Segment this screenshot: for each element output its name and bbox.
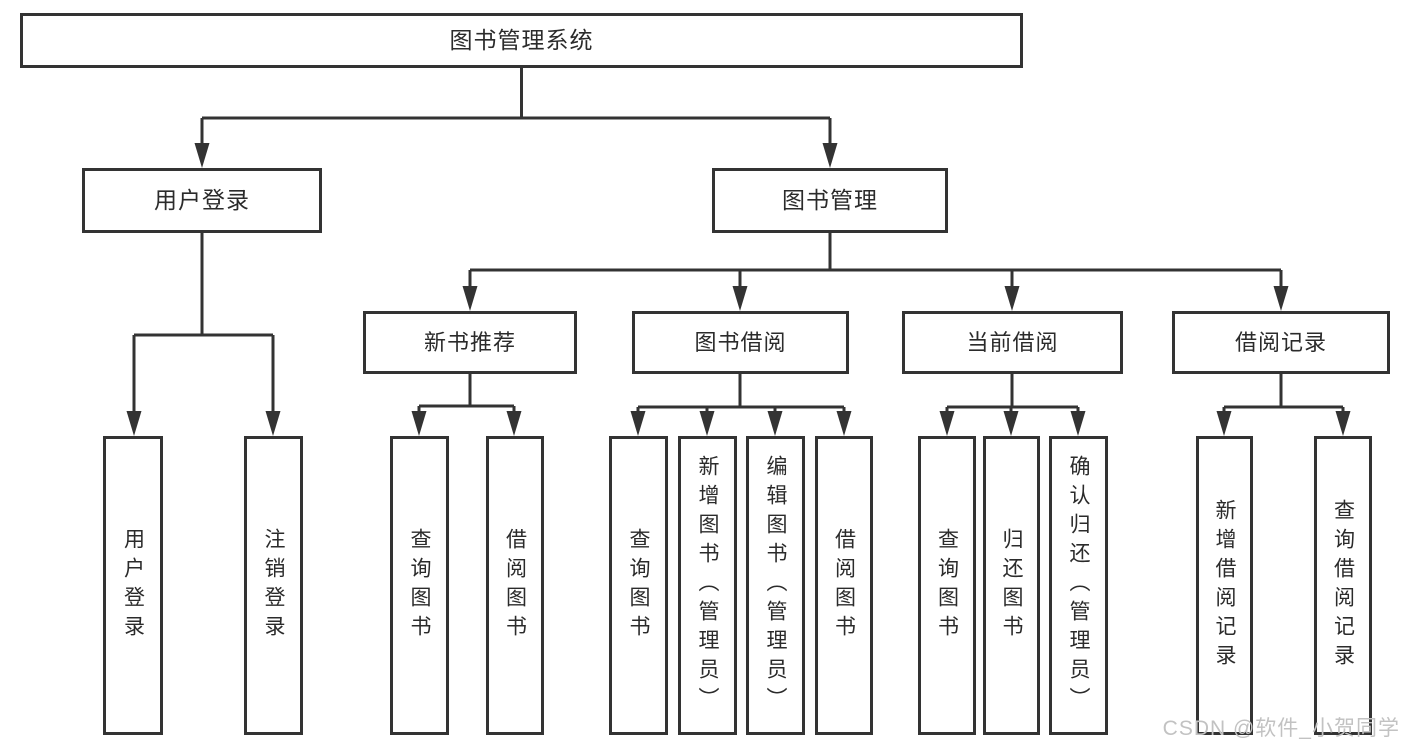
node-label: 新增图书（管理员）: [696, 455, 719, 716]
arrow-icon: [836, 411, 852, 436]
leaf-add-borrow-record: 新增借阅记录: [1196, 436, 1253, 735]
node-new-book-recommend: 新书推荐: [363, 311, 577, 374]
arrow-icon: [630, 411, 646, 436]
node-label: 查询借阅记录: [1331, 498, 1355, 673]
connector-new-book: [417, 374, 516, 414]
node-book-borrow: 图书借阅: [632, 311, 849, 374]
node-label: 用户登录: [121, 527, 145, 644]
arrow-icon: [732, 286, 748, 311]
arrow-icon: [462, 286, 478, 311]
node-user-login: 用户登录: [82, 168, 322, 233]
arrow-icon: [1070, 411, 1086, 436]
watermark: CSDN @软件_小贺同学: [1162, 717, 1400, 740]
leaf-borrow-books-recommend: 借阅图书: [486, 436, 544, 735]
node-label: 借阅记录: [1234, 329, 1327, 355]
leaf-borrow-books: 借阅图书: [815, 436, 873, 735]
leaf-user-login: 用户登录: [103, 436, 163, 735]
arrow-icon: [1216, 411, 1232, 436]
node-library-management-system: 图书管理系统: [20, 13, 1023, 68]
node-label: 查询图书: [408, 527, 431, 644]
arrow-icon: [506, 411, 522, 436]
arrowheads: [126, 143, 1351, 436]
node-label: 用户登录: [154, 187, 250, 213]
arrow-icon: [1273, 286, 1289, 311]
node-label: 借阅图书: [832, 527, 856, 644]
connector-book-management: [468, 233, 1283, 289]
node-label: 图书管理系统: [449, 27, 594, 53]
connector-current-borrow: [945, 374, 1080, 414]
leaf-query-books-borrow: 查询图书: [609, 436, 668, 735]
node-borrow-record: 借阅记录: [1172, 311, 1390, 374]
connector-book-borrow: [636, 374, 846, 414]
node-label: 查询图书: [627, 527, 650, 644]
arrow-icon: [767, 411, 783, 436]
arrow-icon: [939, 411, 955, 436]
node-label: 新书推荐: [423, 329, 516, 355]
node-current-borrow: 当前借阅: [902, 311, 1123, 374]
leaf-logout: 注销登录: [244, 436, 303, 735]
arrow-icon: [194, 143, 210, 168]
leaf-return-books: 归还图书: [983, 436, 1040, 735]
node-label: 图书管理: [782, 187, 878, 213]
arrow-icon: [1335, 411, 1351, 436]
arrow-icon: [699, 411, 715, 436]
node-label: 查询图书: [935, 527, 959, 644]
connector-borrow-record: [1222, 374, 1345, 414]
node-label: 确认归还（管理员）: [1067, 455, 1090, 716]
leaf-confirm-return-admin: 确认归还（管理员）: [1049, 436, 1108, 735]
arrow-icon: [822, 143, 838, 168]
node-label: 编辑图书（管理员）: [764, 455, 787, 716]
leaf-query-borrow-record: 查询借阅记录: [1314, 436, 1372, 735]
connector-user-login: [132, 233, 275, 414]
arrow-icon: [265, 411, 281, 436]
node-book-management: 图书管理: [712, 168, 948, 233]
node-label: 当前借阅: [966, 329, 1059, 355]
leaf-add-books-admin: 新增图书（管理员）: [678, 436, 737, 735]
leaf-edit-books-admin: 编辑图书（管理员）: [746, 436, 805, 735]
node-label: 归还图书: [1000, 527, 1023, 644]
node-label: 借阅图书: [503, 527, 527, 644]
leaf-query-books-current: 查询图书: [918, 436, 976, 735]
arrow-icon: [126, 411, 142, 436]
node-label: 新增借阅记录: [1213, 498, 1236, 673]
arrow-icon: [411, 411, 427, 436]
leaf-query-books-recommend: 查询图书: [390, 436, 449, 735]
connector-root: [200, 68, 832, 146]
node-label: 注销登录: [262, 527, 285, 644]
node-label: 图书借阅: [694, 329, 787, 355]
arrow-icon: [1003, 411, 1019, 436]
arrow-icon: [1004, 286, 1020, 311]
